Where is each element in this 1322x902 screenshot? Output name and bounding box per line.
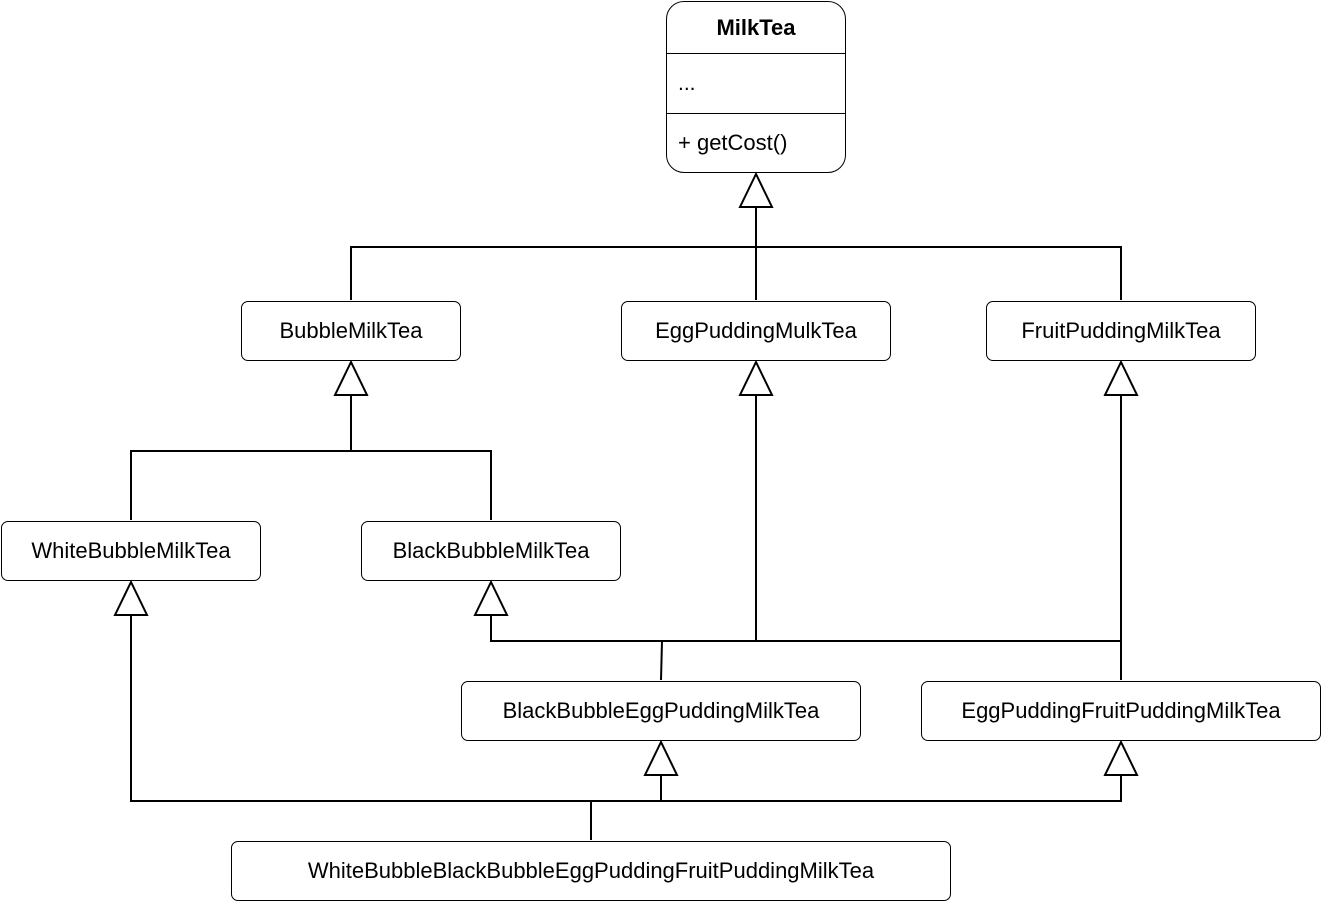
class-milktea-name: MilkTea: [667, 2, 845, 54]
connector-blackbubble-to-bubble: [351, 450, 492, 520]
connector-combined-to-bbep: [591, 775, 662, 802]
connector-combined-to-whitebubble: [130, 615, 591, 802]
inheritance-arrowhead-epfp: [1103, 739, 1139, 776]
inheritance-arrowhead-bubble: [333, 359, 369, 396]
inheritance-arrowhead-blackbubble: [473, 579, 509, 616]
class-milktea: MilkTea ... + getCost(): [666, 1, 846, 173]
class-white-bubble-milk-tea: WhiteBubbleMilkTea: [1, 521, 261, 581]
inheritance-arrowhead-milktea: [738, 171, 774, 208]
connector-bubble-to-milktea: [350, 246, 756, 300]
class-milktea-operations: + getCost(): [678, 130, 788, 155]
class-black-bubble-milk-tea: BlackBubbleMilkTea: [361, 521, 621, 581]
class-black-bubble-egg-pudding-milk-tea: BlackBubbleEggPuddingMilkTea: [461, 681, 861, 741]
connector-bbep-to-blackbubble: [490, 615, 662, 642]
connector-bbep-to-eggpudding: [662, 395, 757, 642]
inheritance-arrowhead-whitebubble: [113, 579, 149, 616]
connector-whitebubble-to-bubble: [130, 450, 351, 520]
inheritance-arrowhead-fruitpudding: [1103, 359, 1139, 396]
class-white-bubble-black-bubble-egg-pudding-fruit-pudding-milk-tea: WhiteBubbleBlackBubbleEggPuddingFruitPud…: [231, 841, 951, 901]
class-egg-pudding-mulk-tea: EggPuddingMulkTea: [621, 301, 891, 361]
inheritance-arrowhead-eggpudding: [738, 359, 774, 396]
connector-bbep-stem: [660, 640, 663, 681]
connector-combined-to-epfp: [661, 775, 1122, 802]
class-fruit-pudding-milk-tea: FruitPuddingMilkTea: [986, 301, 1256, 361]
connector-fruitpudding-to-milktea: [756, 246, 1122, 300]
class-egg-pudding-fruit-pudding-milk-tea: EggPuddingFruitPuddingMilkTea: [921, 681, 1321, 741]
inheritance-arrowhead-bbep: [643, 739, 679, 776]
class-bubble-milk-tea: BubbleMilkTea: [241, 301, 461, 361]
class-milktea-attributes: ...: [667, 54, 845, 114]
